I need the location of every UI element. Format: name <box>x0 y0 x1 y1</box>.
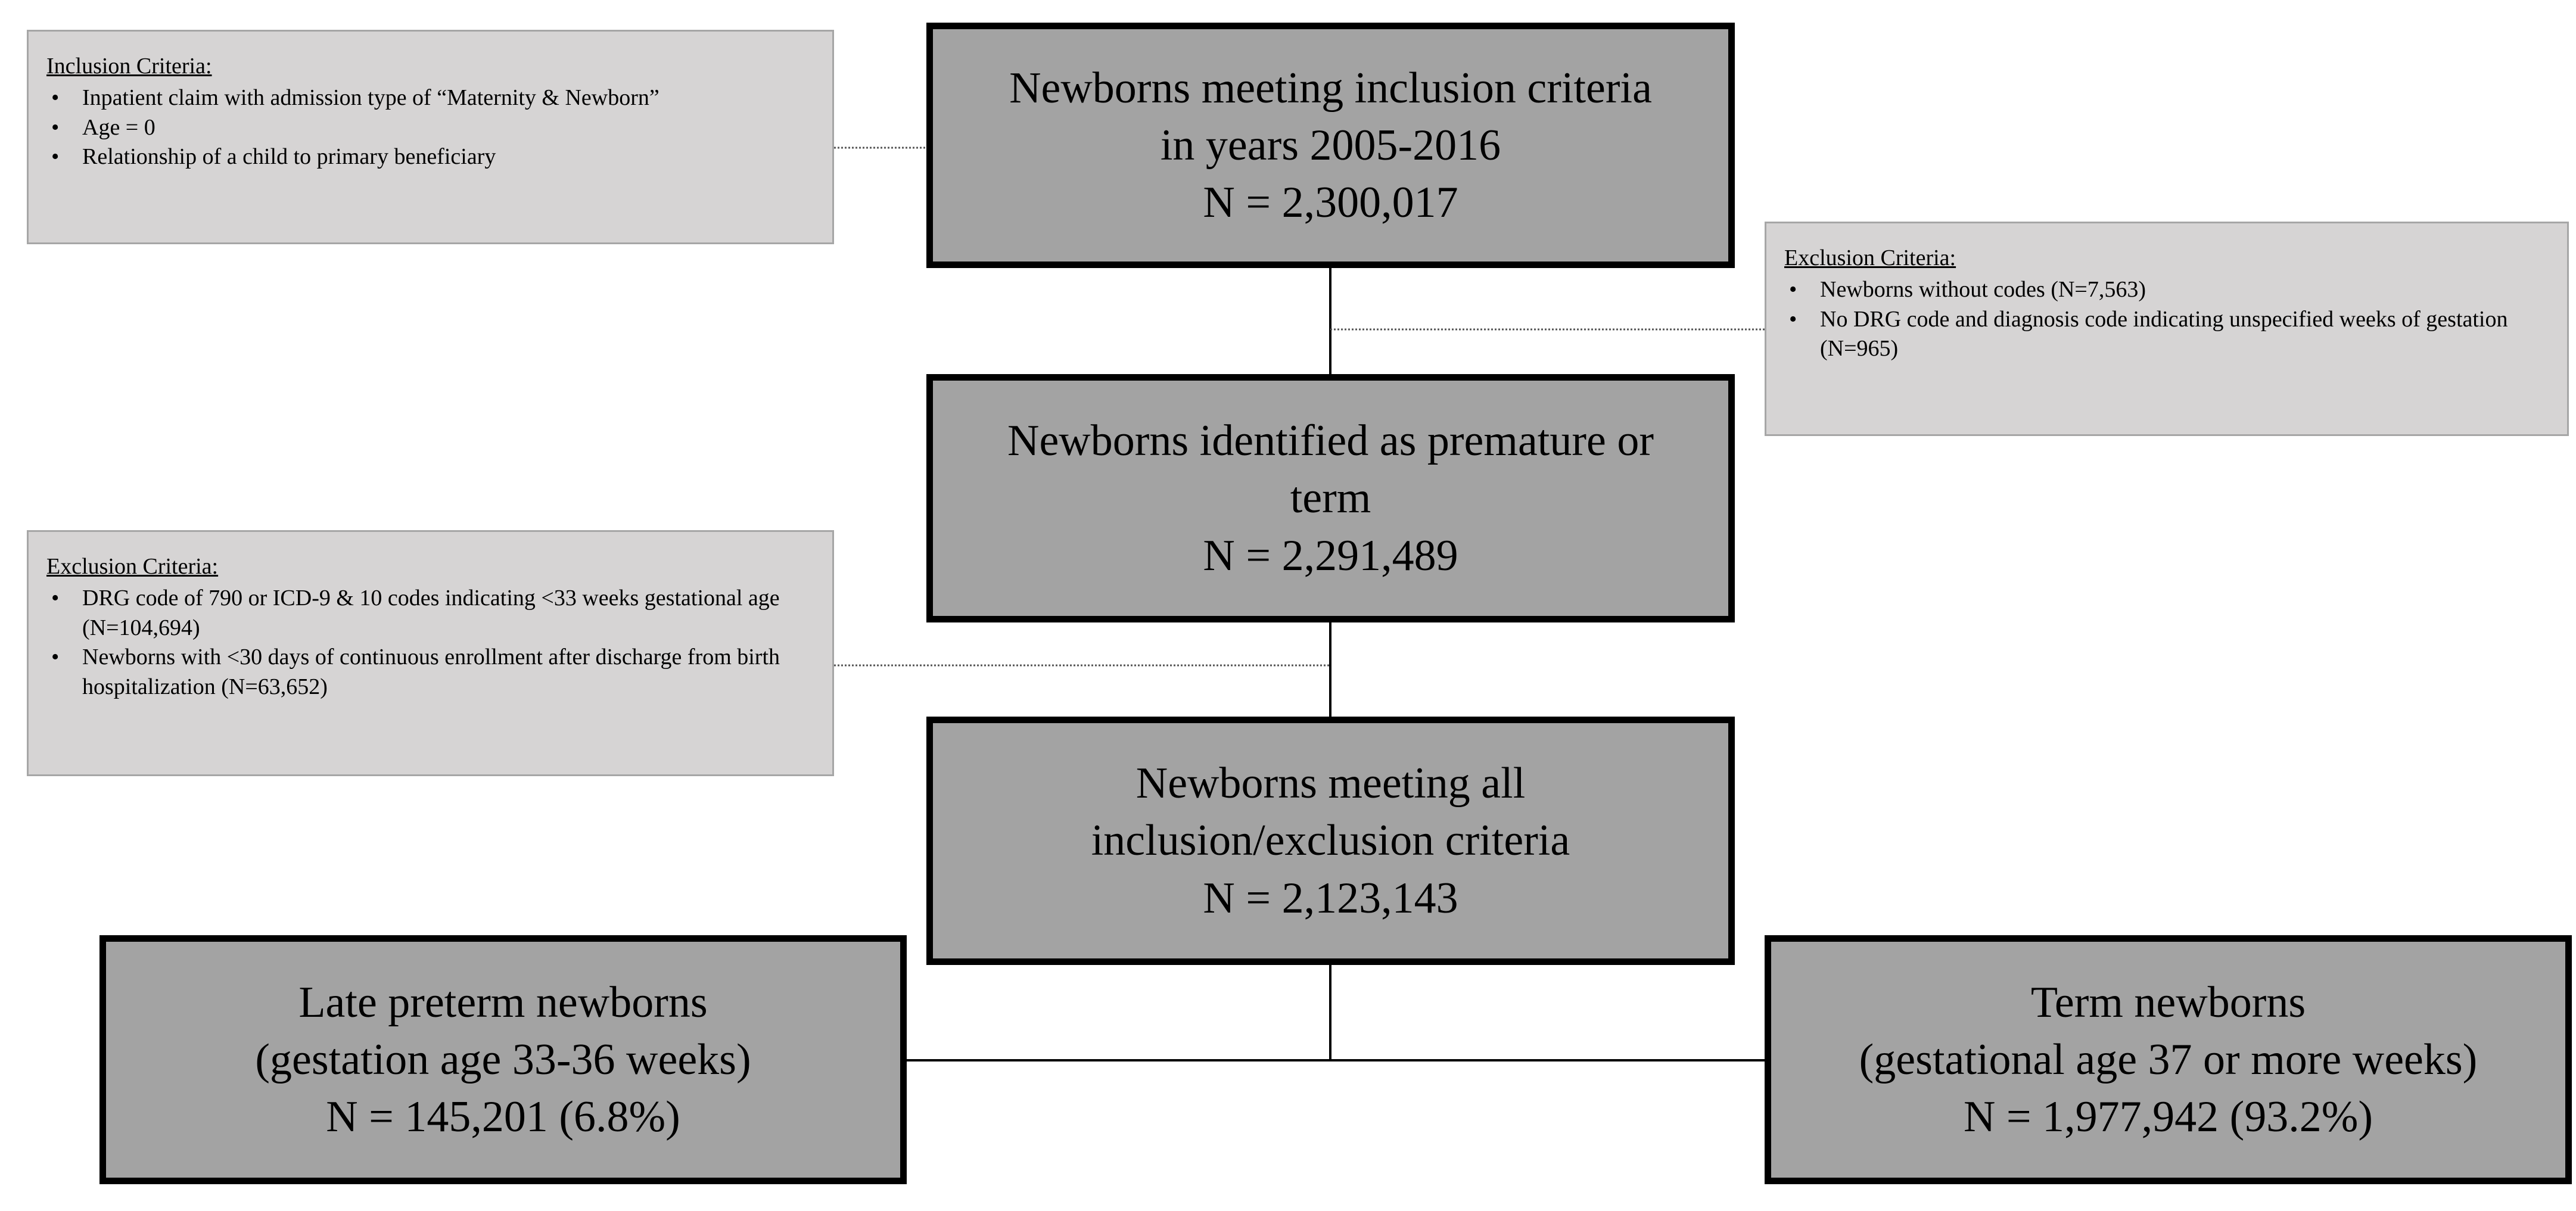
criteria-item: • Relationship of a child to primary bene… <box>46 142 818 172</box>
bullet-icon: • <box>51 645 60 670</box>
box-initial-cohort: Newborns meeting inclusion criteria in y… <box>926 23 1735 268</box>
bullet-icon: • <box>1789 277 1797 303</box>
criteria-item: • Inpatient claim with admission type of … <box>46 83 818 113</box>
bullet-icon: • <box>51 586 60 611</box>
box-line: term <box>1290 474 1371 523</box>
criteria-list: • Inpatient claim with admission type of … <box>46 83 818 172</box>
criteria-text: Newborns with <30 days of continuous enr… <box>82 645 780 699</box>
box-count: N = 2,300,017 <box>1203 178 1458 228</box>
box-line: Late preterm newborns <box>298 977 708 1027</box>
note-heading: Exclusion Criteria: <box>46 554 219 579</box>
note-heading: Inclusion Criteria: <box>46 54 212 79</box>
criteria-text: No DRG code and diagnosis code indicatin… <box>1820 306 2508 362</box>
note-exclusion-criteria-2: Exclusion Criteria: • DRG code of 790 or … <box>27 530 834 776</box>
note-inclusion-criteria: Inclusion Criteria: • Inpatient claim wit… <box>27 30 834 244</box>
box-line: in years 2005-2016 <box>1160 120 1501 170</box>
criteria-list: • Newborns without codes (N=7,563) • No DR… <box>1784 275 2553 363</box>
box-line: Newborns meeting inclusion criteria <box>1009 63 1652 113</box>
box-line: Newborns meeting all <box>1135 759 1526 808</box>
box-count: N = 1,977,942 (93.2%) <box>1963 1092 2373 1142</box>
note-exclusion-criteria-1: Exclusion Criteria: • Newborns without co… <box>1765 222 2569 436</box>
criteria-item: • Age = 0 <box>46 113 818 142</box>
criteria-item: • Newborns with <30 days of continuous en… <box>46 643 818 702</box>
box-count: N = 145,201 (6.8%) <box>326 1092 680 1142</box>
criteria-text: Inpatient claim with admission type of “… <box>82 85 659 111</box>
criteria-text: DRG code of 790 or ICD-9 & 10 codes indi… <box>82 586 780 640</box>
box-line: Term newborns <box>2030 977 2306 1027</box>
box-line: (gestation age 33-36 weeks) <box>255 1035 751 1084</box>
criteria-text: Relationship of a child to primary benef… <box>82 144 496 170</box>
box-final-cohort: Newborns meeting all inclusion/exclusion… <box>926 717 1735 965</box>
box-identified-cohort: Newborns identified as premature or term… <box>926 374 1735 622</box>
box-line: (gestational age 37 or more weeks) <box>1859 1035 2478 1084</box>
box-late-preterm: Late preterm newborns (gestation age 33-… <box>99 935 907 1184</box>
bullet-icon: • <box>1789 306 1797 332</box>
criteria-item: • Newborns without codes (N=7,563) <box>1784 275 2553 304</box>
criteria-list: • DRG code of 790 or ICD-9 & 10 codes ind… <box>46 584 818 702</box>
bullet-icon: • <box>51 144 60 170</box>
bullet-icon: • <box>51 85 60 111</box>
box-count: N = 2,291,489 <box>1203 531 1458 580</box>
box-count: N = 2,123,143 <box>1203 873 1458 923</box>
box-line: Newborns identified as premature or <box>1007 416 1654 466</box>
note-heading: Exclusion Criteria: <box>1784 245 1956 270</box>
box-line: inclusion/exclusion criteria <box>1091 816 1570 866</box>
bullet-icon: • <box>51 114 60 140</box>
criteria-text: Age = 0 <box>82 114 155 140</box>
criteria-item: • No DRG code and diagnosis code indicati… <box>1784 305 2553 364</box>
criteria-item: • DRG code of 790 or ICD-9 & 10 codes ind… <box>46 584 818 643</box>
box-term: Term newborns (gestational age 37 or mor… <box>1765 935 2572 1184</box>
criteria-text: Newborns without codes (N=7,563) <box>1820 277 2146 303</box>
